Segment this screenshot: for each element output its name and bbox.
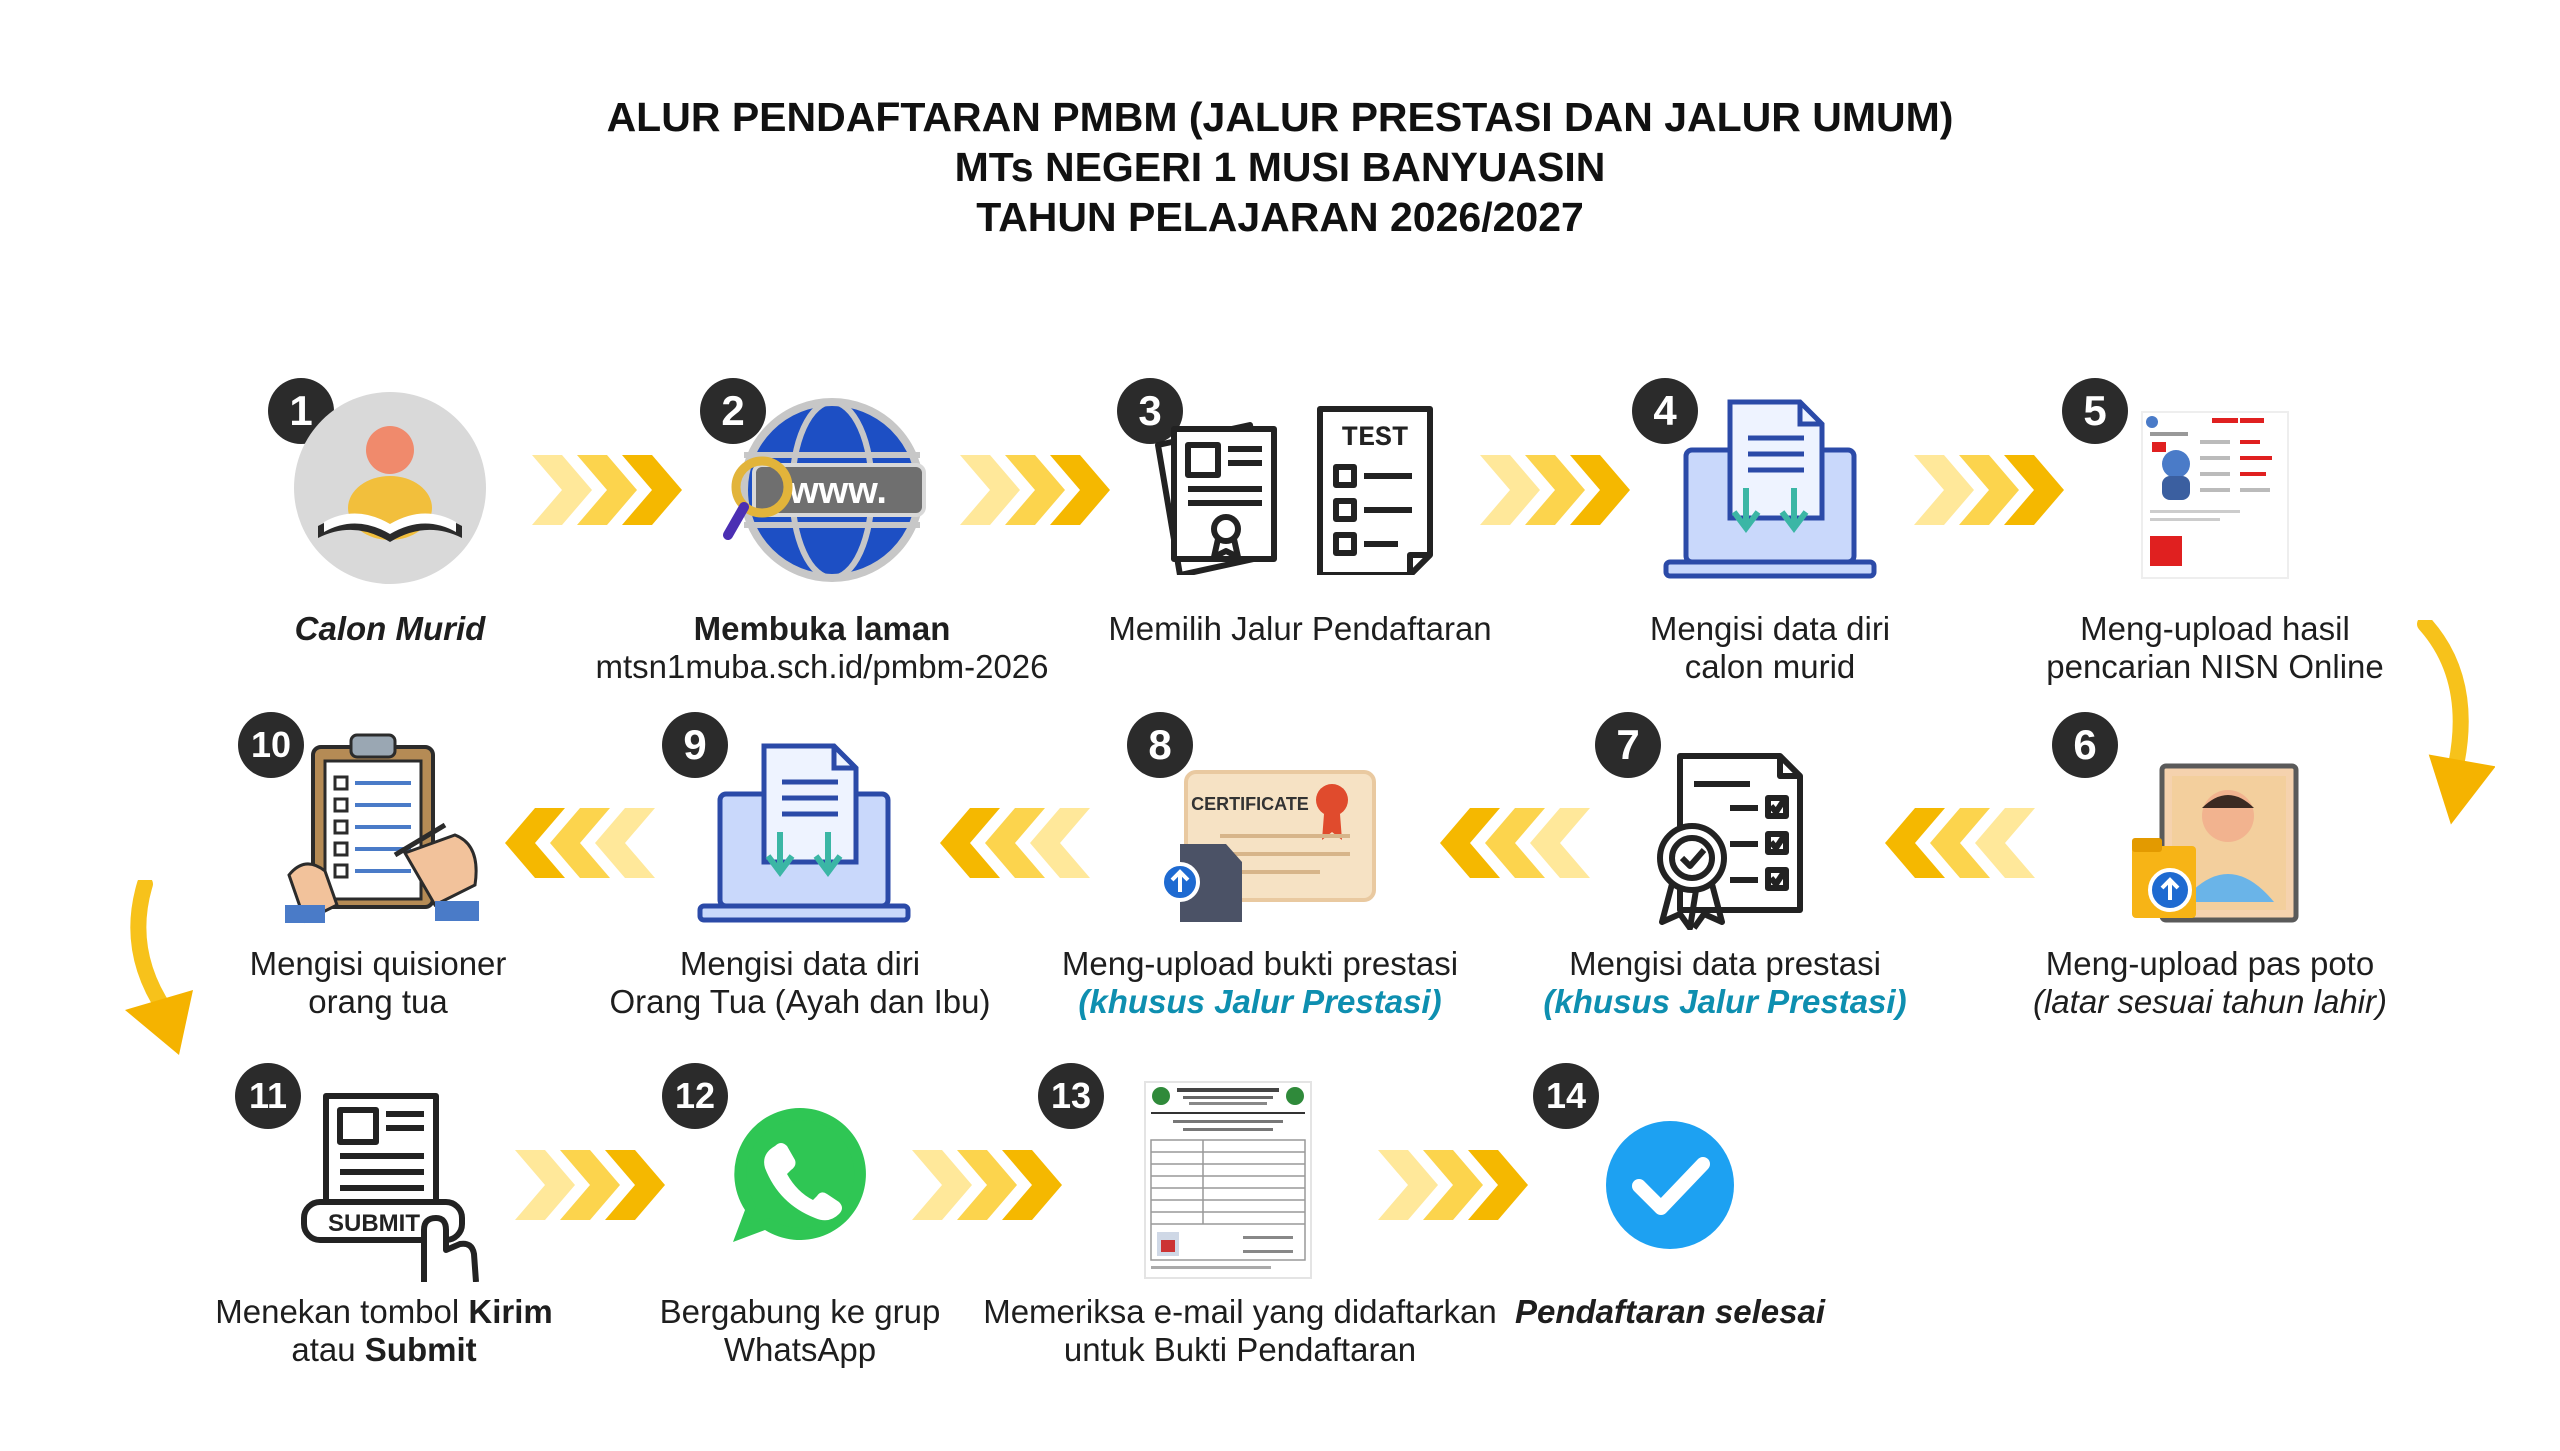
step-number-badge: 6 [2052, 712, 2118, 778]
step-label-line-1: Meng-upload hasil [2080, 610, 2350, 647]
chevron-right-arrow [515, 1150, 665, 1220]
step-number-badge: 1 [268, 378, 334, 444]
svg-text:SUBMIT: SUBMIT [328, 1210, 420, 1237]
step-label-line-1: Memeriksa e-mail yang didaftarkan [983, 1293, 1497, 1330]
step-number-badge: 2 [700, 378, 766, 444]
step-number-badge: 7 [1595, 712, 1661, 778]
step-label-line-1: Mengisi quisioner [249, 945, 507, 982]
title-line-2: MTs NEGERI 1 MUSI BANYUASIN [954, 144, 1606, 190]
step-number-badge: 11 [235, 1063, 301, 1129]
step-label-line-1: Meng-upload bukti prestasi [1061, 945, 1459, 982]
step-label-line-2: atau Submit [291, 1331, 477, 1368]
chevron-left-arrow [505, 808, 655, 878]
registration-proof-icon [1144, 1081, 1312, 1279]
svg-text:TEST: TEST [1341, 423, 1408, 454]
step-label-line-1: Menekan tombol Kirim [215, 1293, 553, 1330]
step-label-line-2: pencarian NISN Online [2046, 648, 2384, 685]
chevron-left-arrow [940, 808, 1090, 878]
chevron-right-arrow [1914, 455, 2064, 525]
step-label-line-1: Memilih Jalur Pendaftaran [1108, 610, 1492, 647]
step-label-line-2: mtsn1muba.sch.id/pmbm-2026 [595, 648, 1049, 685]
laptop-download-icon [697, 743, 911, 923]
laptop-download-icon [1663, 399, 1877, 579]
www-globe-icon: www. [723, 398, 926, 582]
whatsapp-icon [733, 1108, 866, 1242]
step-label-line-2: orang tua [308, 983, 448, 1020]
submit-button-icon: SUBMIT [301, 1093, 479, 1282]
title-line-3: TAHUN PELAJARAN 2026/2027 [976, 194, 1584, 240]
step-label-line-2: calon murid [1684, 648, 1856, 685]
step-number-badge: 12 [662, 1063, 728, 1129]
step-number-badge: 4 [1632, 378, 1698, 444]
chevron-right-arrow [912, 1150, 1062, 1220]
step-label-line-1: Meng-upload pas poto [2045, 945, 2375, 982]
step-number-badge: 13 [1038, 1063, 1104, 1129]
student-reading-icon [294, 392, 486, 584]
step-label-line-2: Orang Tua (Ayah dan Ibu) [609, 983, 991, 1020]
page-title: ALUR PENDAFTARAN PMBM (JALUR PRESTASI DA… [0, 92, 2560, 242]
step-label-line-1: Membuka laman [693, 610, 951, 647]
step-number-badge: 9 [662, 712, 728, 778]
step-label-line-2: (khusus Jalur Prestasi) [1078, 983, 1442, 1020]
step-number-badge: 14 [1533, 1063, 1599, 1129]
chevron-right-arrow [1480, 455, 1630, 525]
curved-arrow-down [2417, 620, 2495, 825]
document-test-icon: TEST [1155, 406, 1433, 575]
chevron-right-arrow [960, 455, 1110, 525]
title-line-1: ALUR PENDAFTARAN PMBM (JALUR PRESTASI DA… [606, 94, 1954, 140]
chevron-right-arrow [1378, 1150, 1528, 1220]
step-label-line-1: Calon Murid [294, 610, 486, 647]
svg-text:www.: www. [788, 470, 887, 512]
checklist-badge-icon [1657, 753, 1803, 930]
curved-arrow-down [125, 880, 193, 1055]
step-label-line-1: Mengisi data prestasi [1569, 945, 1881, 982]
clipboard-questionnaire-icon [285, 733, 479, 924]
step-number-badge: 5 [2062, 378, 2128, 444]
certificate-upload-icon: CERTIFICATE [1160, 770, 1376, 922]
step-label-line-2: (khusus Jalur Prestasi) [1543, 983, 1907, 1020]
step-label-line-2: (latar sesuai tahun lahir) [2032, 983, 2387, 1020]
step-number-badge: 10 [238, 712, 304, 778]
step-label-line-1: Mengisi data diri [1649, 610, 1891, 647]
step-label-line-2: WhatsApp [723, 1331, 877, 1368]
step-label-line-1: Bergabung ke grup [659, 1293, 941, 1330]
photo-upload-icon [2132, 763, 2299, 923]
step-label-line-2: untuk Bukti Pendaftaran [1063, 1331, 1417, 1368]
check-circle-icon [1606, 1121, 1734, 1249]
step-label-line-1: Mengisi data diri [679, 945, 921, 982]
chevron-left-arrow [1885, 808, 2035, 878]
step-label-line-1: Pendaftaran selesai [1515, 1293, 1825, 1330]
chevron-right-arrow [532, 455, 682, 525]
chevron-left-arrow [1440, 808, 1590, 878]
nisn-document-icon [2141, 411, 2289, 579]
svg-text:CERTIFICATE: CERTIFICATE [1191, 794, 1309, 814]
step-number-badge: 8 [1127, 712, 1193, 778]
